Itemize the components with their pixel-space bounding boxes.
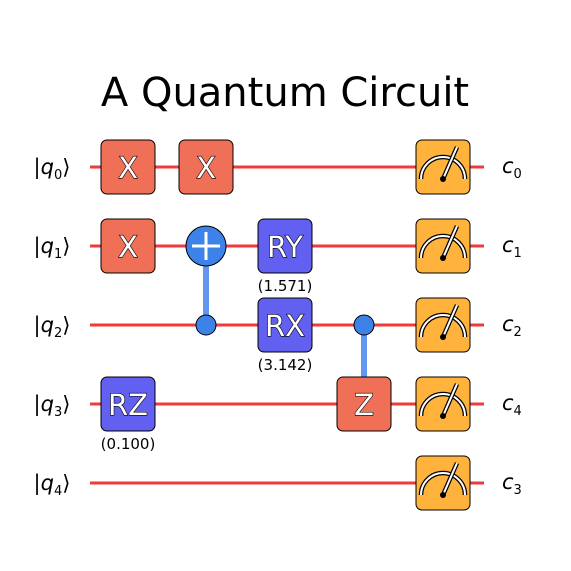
cz-q2-q3-control-dot (353, 314, 375, 336)
gate-parameter: (1.571) (258, 277, 313, 295)
measure-gate-q1 (415, 218, 471, 274)
gate-label: X (118, 151, 138, 185)
z-gate-q3: Z (336, 376, 392, 432)
gates-layer: X X X RY (1.571) RX (3.142) RZ (0.100) Z (100, 139, 471, 511)
measure-gate-q0 (415, 139, 471, 195)
gate-label: RY (267, 230, 303, 264)
labels-layer: |q0⟩ |q1⟩ |q2⟩ |q3⟩ |q4⟩ c0 c1 c2 c4 c3 (34, 154, 522, 499)
meter-icon (418, 462, 468, 498)
ry-gate-q1: RY (257, 218, 313, 274)
gate-label: RX (265, 309, 305, 343)
rx-gate-q2: RX (257, 297, 313, 353)
meter-icon (418, 304, 468, 340)
circuit-title: A Quantum Circuit (101, 70, 469, 116)
meter-icon (418, 225, 468, 261)
measure-gate-q4 (415, 455, 471, 511)
measure-gate-q3 (415, 376, 471, 432)
gate-label: RZ (108, 388, 148, 422)
qubit-label: |q4⟩ (34, 471, 71, 499)
gate-label: X (196, 151, 216, 185)
measure-gate-q2 (415, 297, 471, 353)
classical-bit-label: c2 (502, 312, 522, 340)
qubit-label: |q3⟩ (34, 392, 71, 420)
classical-bit-label: c4 (502, 391, 522, 419)
rz-gate-q3: RZ (100, 376, 156, 432)
x-gate-q1: X (100, 218, 156, 274)
classical-bit-label: c0 (502, 154, 522, 182)
gate-label: X (118, 230, 138, 264)
gate-parameter: (0.100) (101, 435, 156, 453)
classical-bit-label: c1 (502, 233, 522, 261)
qubit-label: |q0⟩ (34, 155, 71, 183)
qubit-label: |q2⟩ (34, 313, 71, 341)
meter-icon (418, 146, 468, 182)
x-gate-q0-a: X (100, 139, 156, 195)
classical-bit-label: c3 (502, 470, 522, 498)
x-gate-q0-b: X (178, 139, 234, 195)
gate-parameter: (3.142) (258, 356, 313, 374)
meter-icon (418, 383, 468, 419)
gate-label: Z (354, 388, 374, 422)
cnot-q2-q1-control-dot (195, 314, 217, 336)
qubit-label: |q1⟩ (34, 234, 71, 262)
cnot-q2-q1-target (185, 225, 227, 267)
